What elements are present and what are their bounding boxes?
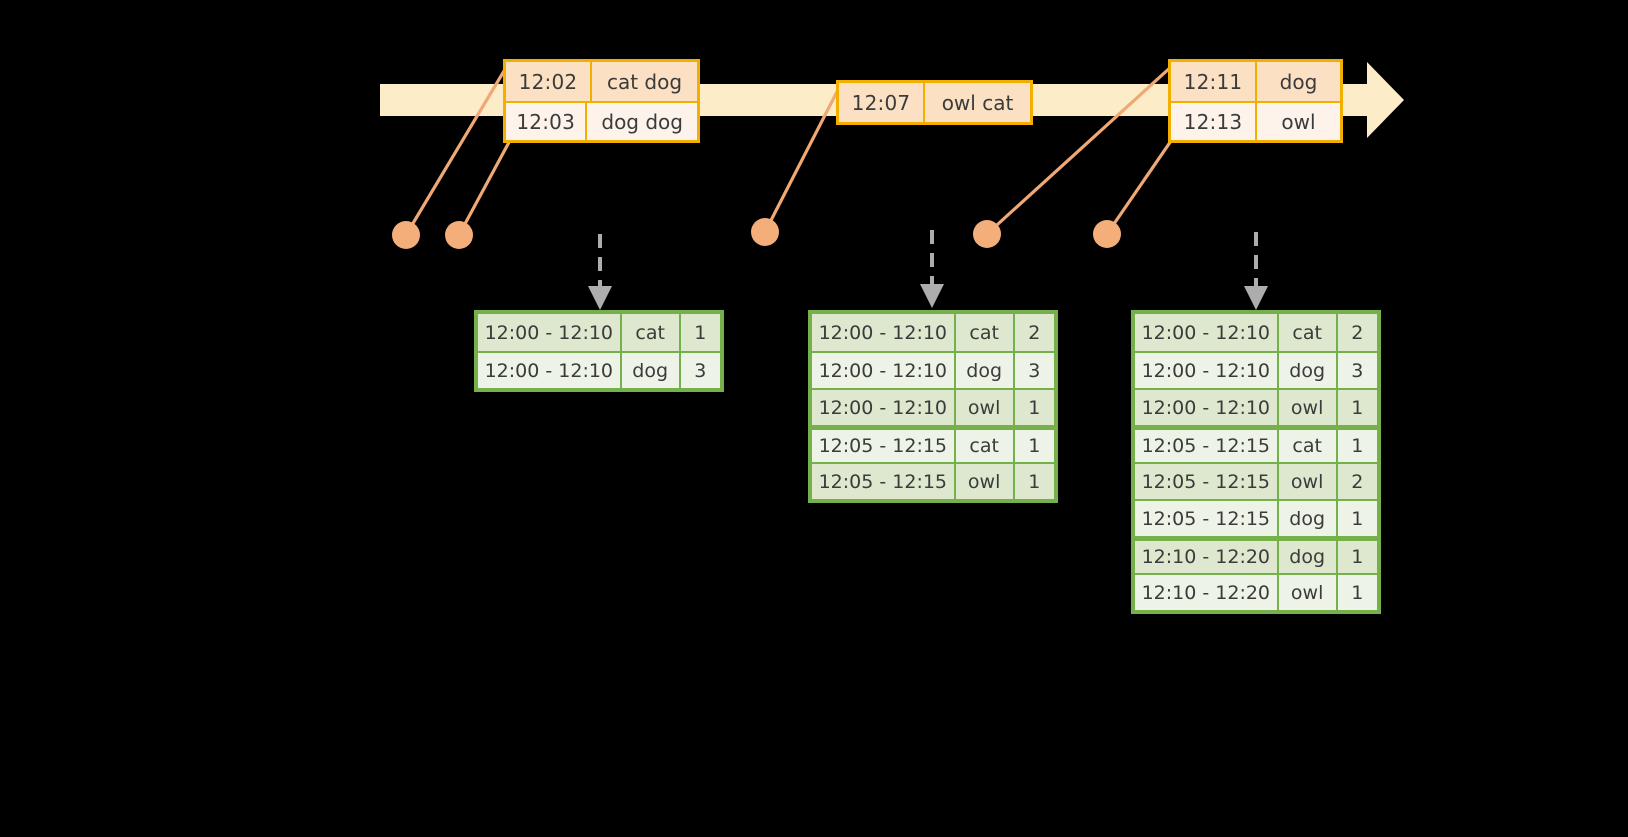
event-words: dog dog	[601, 109, 683, 134]
cell-window: 12:00 - 12:10	[478, 353, 622, 388]
event-row[interactable]: 12:13 owl	[1171, 101, 1340, 140]
cell-word: cat	[622, 314, 681, 351]
cell-count: 3	[694, 359, 707, 382]
cell-count: 2	[1028, 321, 1041, 344]
event-row[interactable]: 12:02 cat dog	[506, 62, 697, 101]
cell-count: 3	[1028, 359, 1041, 382]
cell-word: owl	[1279, 464, 1338, 499]
event-time: 12:07	[839, 83, 925, 122]
event-time: 12:13	[1171, 103, 1257, 140]
emit-arrowhead-3	[1244, 286, 1268, 310]
connector-dots	[392, 218, 1121, 249]
event-card-group-1[interactable]: 12:02 cat dog 12:03 dog dog	[503, 59, 700, 143]
cell-window: 12:05 - 12:15	[1135, 464, 1279, 499]
cell-word: dog	[1279, 501, 1338, 536]
event-words: cat dog	[606, 69, 683, 94]
cell-count: 1	[1351, 546, 1364, 568]
cell-word: owl	[1279, 390, 1338, 425]
cell-count: 1	[1351, 581, 1364, 604]
dot-event-1207	[751, 218, 779, 246]
cell-word: owl	[956, 464, 1015, 499]
emit-arrowhead-2	[920, 284, 944, 308]
cell-count: 1	[1028, 435, 1041, 457]
cell-window: 12:00 - 12:10	[1135, 314, 1279, 351]
event-card-group-3[interactable]: 12:11 dog 12:13 owl	[1168, 59, 1343, 143]
cell-word: owl	[956, 390, 1015, 425]
cell-count: 1	[694, 321, 707, 344]
cell-window: 12:00 - 12:10	[478, 314, 622, 351]
cell-count: 1	[1351, 396, 1364, 419]
event-row[interactable]: 12:11 dog	[1171, 62, 1340, 101]
cell-window: 12:05 - 12:15	[812, 430, 956, 462]
cell-count: 1	[1351, 435, 1364, 457]
event-words: owl	[1281, 109, 1316, 134]
dot-event-1202	[392, 221, 420, 249]
emit-arrowhead-1	[588, 286, 612, 310]
event-card-group-2[interactable]: 12:07 owl cat	[836, 80, 1033, 125]
cell-word: dog	[1279, 541, 1338, 573]
connector-line-1207	[763, 82, 843, 234]
dot-event-1203	[445, 221, 473, 249]
cell-word: cat	[956, 430, 1015, 462]
event-row[interactable]: 12:03 dog dog	[506, 101, 697, 140]
cell-window: 12:00 - 12:10	[812, 353, 956, 388]
cell-window: 12:00 - 12:10	[1135, 390, 1279, 425]
cell-count: 1	[1028, 396, 1041, 419]
dot-event-1211	[973, 220, 1001, 248]
event-time: 12:11	[1171, 62, 1257, 101]
event-row[interactable]: 12:07 owl cat	[839, 83, 1030, 122]
event-words: owl cat	[941, 90, 1014, 115]
connector-line-1202	[404, 64, 509, 237]
cell-word: cat	[1279, 314, 1338, 351]
cell-count: 2	[1351, 321, 1364, 344]
cell-window: 12:05 - 12:15	[1135, 501, 1279, 536]
cell-word: cat	[1279, 430, 1338, 462]
cell-word: dog	[622, 353, 681, 388]
emit-arrows	[598, 230, 1258, 286]
cell-window: 12:10 - 12:20	[1135, 575, 1279, 610]
event-words: dog	[1279, 69, 1318, 94]
cell-window: 12:05 - 12:15	[1135, 430, 1279, 462]
cell-word: dog	[1279, 353, 1338, 388]
cell-window: 12:00 - 12:10	[812, 390, 956, 425]
cell-window: 12:10 - 12:20	[1135, 541, 1279, 573]
cell-word: dog	[956, 353, 1015, 388]
dot-event-1213	[1093, 220, 1121, 248]
cell-count: 1	[1351, 507, 1364, 530]
cell-window: 12:05 - 12:15	[812, 464, 956, 499]
event-time: 12:03	[506, 103, 588, 140]
cell-word: owl	[1279, 575, 1338, 610]
cell-window: 12:00 - 12:10	[812, 314, 956, 351]
event-time: 12:02	[506, 62, 592, 101]
cell-window: 12:00 - 12:10	[1135, 353, 1279, 388]
cell-word: cat	[956, 314, 1015, 351]
cell-count: 2	[1351, 470, 1364, 493]
emit-arrowheads	[588, 284, 1268, 310]
cell-count: 3	[1351, 359, 1364, 382]
cell-count: 1	[1028, 470, 1041, 493]
